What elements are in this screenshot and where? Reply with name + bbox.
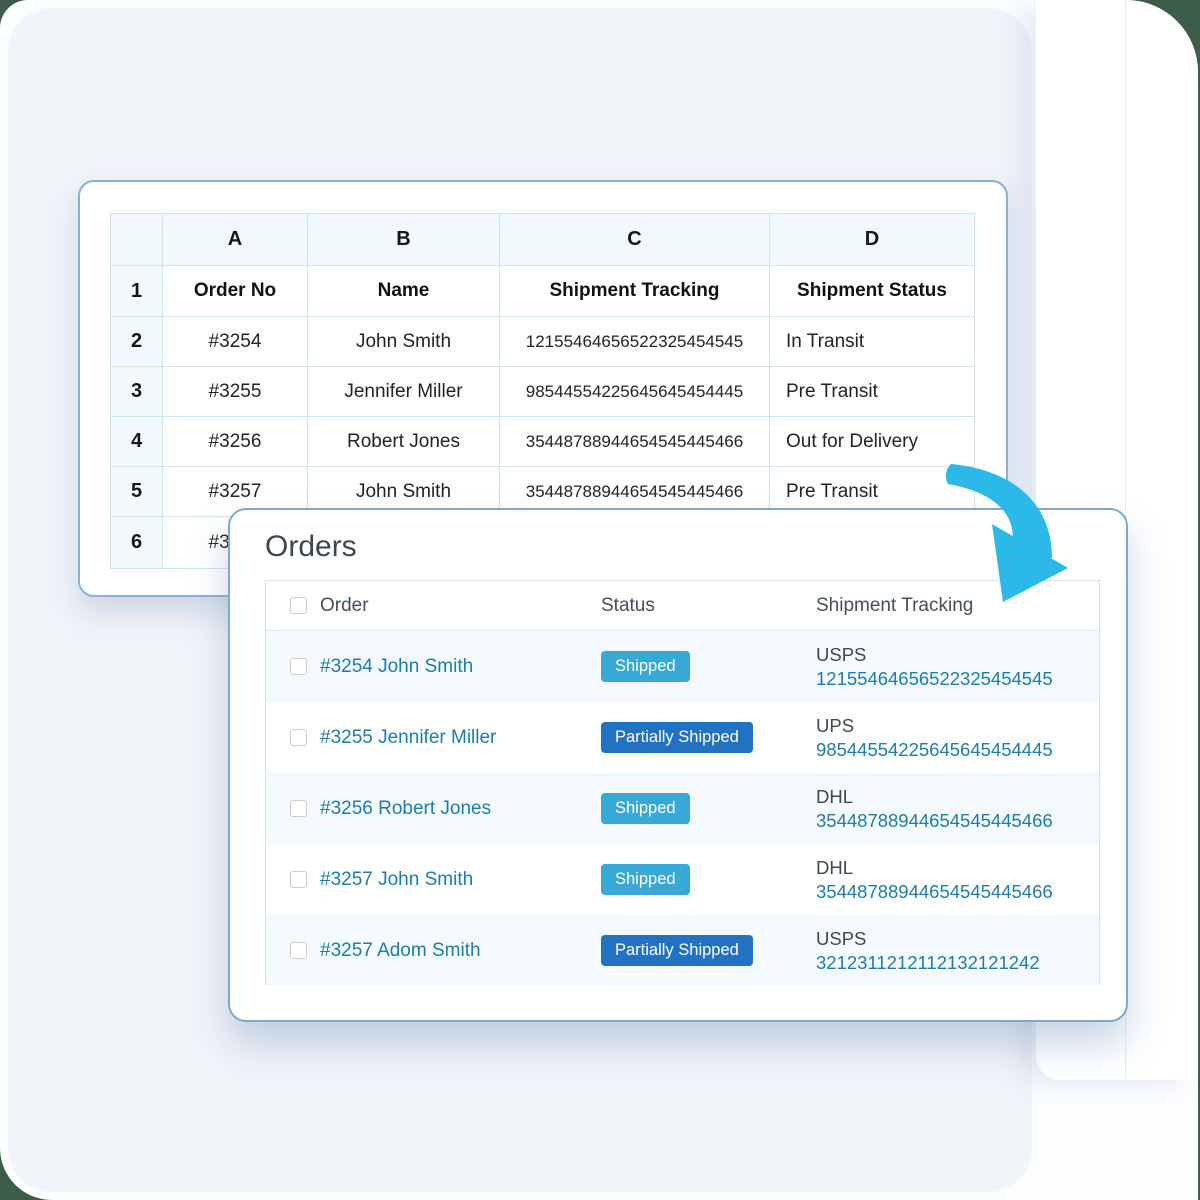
sheet-tracking-cell[interactable]: 12155464656522325454545	[500, 317, 770, 367]
order-row: #3256 Robert Jones Shipped DHL 354487889…	[266, 773, 1099, 844]
orders-table-header: Order Status Shipment Tracking	[266, 581, 1099, 631]
sheet-column-letter[interactable]: C	[500, 214, 770, 266]
row-checkbox[interactable]	[290, 871, 307, 888]
sheet-order-cell[interactable]: #3256	[163, 417, 308, 467]
carrier-label: USPS	[816, 644, 867, 666]
sheet-column-letter[interactable]: A	[163, 214, 308, 266]
orders-panel: Orders Order Status Shipment Tracking #3…	[228, 508, 1128, 1022]
sheet-row-number[interactable]: 2	[111, 317, 163, 367]
status-badge: Partially Shipped	[601, 722, 753, 753]
tracking-cell: UPS 98544554225645645454445	[816, 714, 1099, 760]
tracking-cell: DHL 35448788944654545445466	[816, 785, 1099, 831]
sheet-corner-cell[interactable]	[111, 214, 163, 266]
tracking-cell: DHL 35448788944654545445466	[816, 856, 1099, 902]
orders-table: Order Status Shipment Tracking #3254 Joh…	[265, 580, 1100, 986]
tracking-cell: USPS 3212311212112132121242	[816, 927, 1099, 973]
order-link[interactable]: #3254 John Smith	[320, 655, 474, 677]
status-badge: Shipped	[601, 793, 690, 824]
tracking-link[interactable]: 3212311212112132121242	[816, 951, 1040, 973]
status-badge: Shipped	[601, 864, 690, 895]
order-link[interactable]: #3257 Adom Smith	[320, 939, 481, 961]
carrier-label: USPS	[816, 928, 867, 950]
sheet-row-number[interactable]: 4	[111, 417, 163, 467]
tracking-link[interactable]: 35448788944654545445466	[816, 880, 1053, 902]
status-badge: Partially Shipped	[601, 935, 753, 966]
sheet-column-letter[interactable]: D	[770, 214, 975, 266]
sheet-status-cell[interactable]: Out for Delivery	[770, 417, 975, 467]
sheet-row-number[interactable]: 3	[111, 367, 163, 417]
order-row: #3257 John Smith Shipped DHL 35448788944…	[266, 844, 1099, 915]
column-header-tracking: Shipment Tracking	[816, 594, 974, 616]
sheet-tracking-cell[interactable]: 98544554225645645454445	[500, 367, 770, 417]
order-row: #3254 John Smith Shipped USPS 1215546465…	[266, 631, 1099, 702]
sheet-name-cell[interactable]: Jennifer Miller	[308, 367, 500, 417]
sheet-order-cell[interactable]: #3254	[163, 317, 308, 367]
order-row: #3255 Jennifer Miller Partially Shipped …	[266, 702, 1099, 773]
row-checkbox[interactable]	[290, 729, 307, 746]
sheet-status-cell[interactable]: In Transit	[770, 317, 975, 367]
sheet-header-cell[interactable]: Shipment Status	[770, 266, 975, 317]
tracking-link[interactable]: 12155464656522325454545	[816, 667, 1053, 689]
sheet-header-cell[interactable]: Order No	[163, 266, 308, 317]
sheet-header-cell[interactable]: Shipment Tracking	[500, 266, 770, 317]
orders-table-body: #3254 John Smith Shipped USPS 1215546465…	[266, 631, 1099, 986]
order-link[interactable]: #3255 Jennifer Miller	[320, 726, 497, 748]
sheet-name-cell[interactable]: Robert Jones	[308, 417, 500, 467]
tracking-link[interactable]: 98544554225645645454445	[816, 738, 1053, 760]
sheet-status-cell[interactable]: Pre Transit	[770, 367, 975, 417]
carrier-label: DHL	[816, 857, 854, 879]
tracking-link[interactable]: 35448788944654545445466	[816, 809, 1053, 831]
order-link[interactable]: #3256 Robert Jones	[320, 797, 492, 819]
carrier-label: UPS	[816, 715, 855, 737]
carrier-label: DHL	[816, 786, 854, 808]
row-checkbox[interactable]	[290, 658, 307, 675]
tracking-cell: USPS 12155464656522325454545	[816, 643, 1099, 689]
sheet-row-number[interactable]: 5	[111, 467, 163, 517]
order-link[interactable]: #3257 John Smith	[320, 868, 474, 890]
select-all-checkbox[interactable]	[290, 597, 307, 614]
sheet-row-number[interactable]: 1	[111, 266, 163, 317]
sheet-tracking-cell[interactable]: 35448788944654545445466	[500, 417, 770, 467]
status-badge: Shipped	[601, 651, 690, 682]
sheet-header-cell[interactable]: Name	[308, 266, 500, 317]
column-header-order: Order	[320, 594, 369, 616]
sheet-name-cell[interactable]: John Smith	[308, 317, 500, 367]
column-header-status: Status	[601, 594, 655, 616]
order-row: #3257 Adom Smith Partially Shipped USPS …	[266, 915, 1099, 986]
row-checkbox[interactable]	[290, 942, 307, 959]
sheet-column-letter[interactable]: B	[308, 214, 500, 266]
row-checkbox[interactable]	[290, 800, 307, 817]
sheet-order-cell[interactable]: #3255	[163, 367, 308, 417]
sheet-order-cell[interactable]: #3257	[163, 467, 308, 517]
sheet-row-number[interactable]: 6	[111, 517, 163, 569]
orders-title: Orders	[265, 530, 357, 563]
